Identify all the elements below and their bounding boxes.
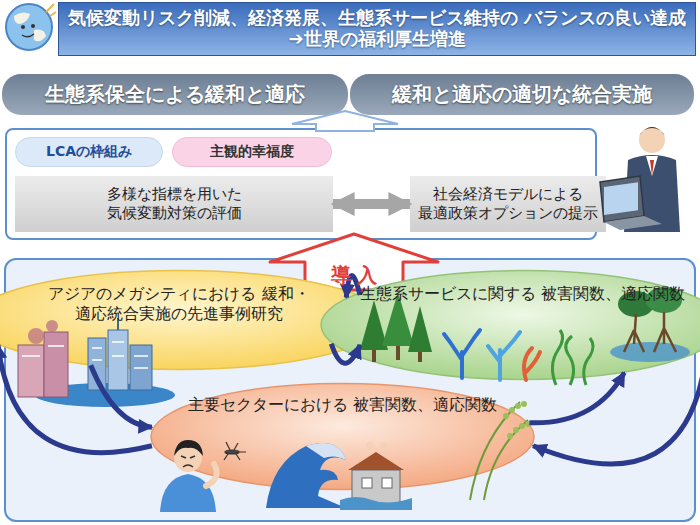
process-box: 社会経済モデルによる 最適政策オプションの提示: [410, 176, 606, 232]
node-text: 生態系サービスに関する 被害関数、適応関数: [360, 270, 685, 304]
goal-pill: 生態系保全による緩和と適応: [2, 74, 348, 115]
node-text: 生態系保全による緩和と適応: [45, 82, 305, 107]
globe-icon: [6, 4, 56, 50]
node-text: アジアのメガシティにおける 緩和・適応統合実施の先進事例研究: [0, 270, 388, 324]
research-ellipse: アジアのメガシティにおける 緩和・適応統合実施の先進事例研究: [0, 270, 388, 370]
cycle-arrow: [529, 373, 624, 423]
node-text: 主要セクターにおける 被害関数、適応関数: [188, 383, 497, 415]
process-box: 多様な指標を用いた 気候変動対策の評価: [15, 176, 333, 232]
node-text: 社会経済モデルによる 最適政策オプションの提示: [418, 185, 598, 223]
node-text: 気候変動リスク削減、経済発展、生態系サービス維持の バランスの良い達成➔世界の福…: [65, 8, 689, 49]
goal-banner: 気候変動リスク削減、経済発展、生態系サービス維持の バランスの良い達成➔世界の福…: [58, 2, 696, 56]
node-text: 導 入: [331, 232, 378, 288]
node-text: 主観的幸福度: [210, 143, 294, 161]
goal-pill: 緩和と適応の適切な統合実施: [350, 74, 694, 115]
method-pill: 主観的幸福度: [172, 137, 332, 167]
research-ellipse: 主要セクターにおける 被害関数、適応関数: [149, 383, 536, 490]
double-arrow: [333, 199, 410, 209]
person-laptop: [600, 127, 680, 232]
node-text: 緩和と適応の適切な統合実施: [392, 82, 652, 107]
cycle-arrow: [91, 365, 152, 427]
node-text: 多様な指標を用いた 気候変動対策の評価: [47, 185, 302, 223]
research-ellipse: 生態系サービスに関する 被害関数、適応関数: [319, 270, 700, 380]
method-pill: LCAの枠組み: [15, 137, 163, 167]
node-text: LCAの枠組み: [46, 143, 132, 161]
